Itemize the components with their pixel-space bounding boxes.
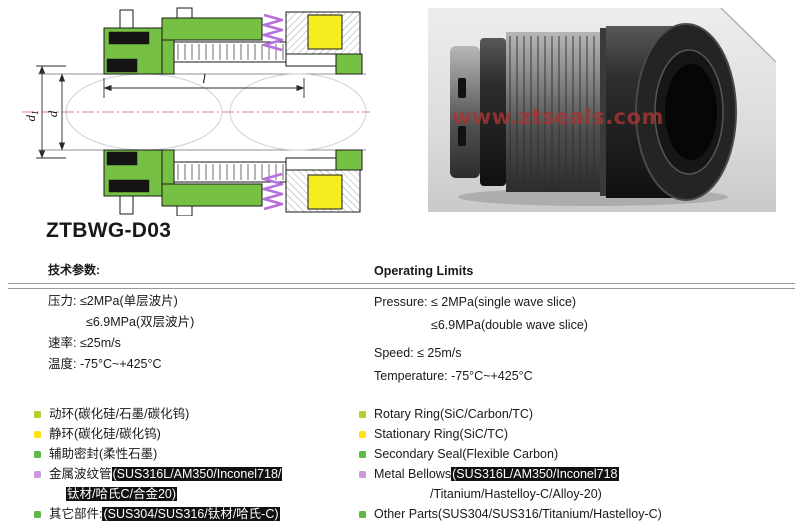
watermark-text: www.ztseals.com <box>452 105 664 129</box>
collar-ring <box>450 46 480 178</box>
housing-band <box>161 17 263 41</box>
spec-row-speed-en: Speed: ≤ 25m/s <box>374 346 462 360</box>
bellows-convolutions <box>177 44 284 60</box>
elastomer-ring-2 <box>106 58 138 73</box>
bullet-icon <box>359 431 366 438</box>
spring <box>262 13 284 52</box>
seal-bore-hole <box>665 64 717 160</box>
bullet-icon <box>34 511 41 518</box>
bellows-ridges <box>509 36 602 188</box>
materials-list-chinese: 动环(碳化硅/石墨/碳化钨) 静环(碳化硅/碳化钨) 辅助密封(柔性石墨) 金属… <box>34 404 354 524</box>
drive-ring <box>480 38 506 186</box>
product-photo-svg: www.ztseals.com <box>428 7 777 212</box>
material-text: /Titanium/Hastelloy-C/Alloy-20) <box>430 487 602 501</box>
bellows-body <box>506 32 606 192</box>
material-item-rotary-ring-en: Rotary Ring(SiC/Carbon/TC) <box>359 404 789 424</box>
material-item-secondary-seal-en: Secondary Seal(Flexible Carbon) <box>359 444 789 464</box>
seal-face <box>285 53 337 67</box>
housing-web <box>161 39 175 75</box>
dimension-d: d <box>45 73 66 151</box>
stationary-seat <box>307 14 343 50</box>
material-item-stationary-ring-en: Stationary Ring(SiC/TC) <box>359 424 789 444</box>
material-item-metal-bellows-cn: 金属波纹管(SUS316L/AM350/Inconel718/ 钛材/哈氏C/合… <box>34 464 354 504</box>
specs-cn-heading: 技术参数: <box>48 263 100 277</box>
specs-en-heading: Operating Limits <box>374 264 474 278</box>
bullet-icon <box>34 411 41 418</box>
material-text: 静环(碳化硅/碳化钨) <box>49 427 161 441</box>
specs-english: Pressure: ≤ 2MPa(single wave slice) ≤6.9… <box>374 291 588 388</box>
bullet-icon <box>34 471 41 478</box>
material-text-highlighted: (SUS316L/AM350/Inconel718/ <box>111 467 283 481</box>
collar-slot <box>458 126 466 146</box>
dim-label-d: d <box>45 110 60 117</box>
seal-assembly-mirror <box>102 148 364 218</box>
dimension-l: l <box>103 71 305 98</box>
spec-row-pressure2-cn: ≤6.9MPa(双层波片) <box>86 315 195 329</box>
mechanical-seal-product <box>450 23 737 201</box>
material-item-secondary-seal-cn: 辅助密封(柔性石墨) <box>34 444 354 464</box>
divider-line-top <box>8 283 795 284</box>
material-item-rotary-ring-cn: 动环(碳化硅/石墨/碳化钨) <box>34 404 354 424</box>
corner-fold <box>720 7 777 63</box>
bullet-icon <box>359 451 366 458</box>
material-text: Stationary Ring(SiC/TC) <box>374 427 509 441</box>
material-line: /Titanium/Hastelloy-C/Alloy-20) <box>374 484 619 504</box>
set-screw <box>119 9 134 31</box>
spec-row-speed-cn: 速率: ≤25m/s <box>48 336 121 350</box>
dim-label-d1: d1 <box>23 111 40 122</box>
spec-row-pressure2-en: ≤6.9MPa(double wave slice) <box>431 318 588 332</box>
material-text-highlighted: 钛材/哈氏C/合金20) <box>66 487 178 501</box>
seal-cross-section-drawing: l d1 d <box>8 4 372 218</box>
dim-label-l: l <box>202 71 206 86</box>
bullet-icon <box>34 431 41 438</box>
elastomer-ring-1 <box>108 31 150 45</box>
collar-slot <box>458 78 466 98</box>
dimension-d1: d1 <box>23 65 66 159</box>
end-ring <box>335 53 363 75</box>
material-line: 钛材/哈氏C/合金20) <box>49 484 282 504</box>
material-item-stationary-ring-cn: 静环(碳化硅/碳化钨) <box>34 424 354 444</box>
material-text-highlighted: (SUS316L/AM350/Inconel718 <box>451 467 619 481</box>
material-text: Secondary Seal(Flexible Carbon) <box>374 447 559 461</box>
material-item-other-parts-cn: 其它部件:(SUS304/SUS316/钛材/哈氏-C) <box>34 504 354 524</box>
spec-row-temperature-cn: 温度: -75°C~+425°C <box>48 357 162 371</box>
material-text: 动环(碳化硅/石墨/碳化钨) <box>49 407 190 421</box>
material-text: 其它部件: <box>49 507 103 521</box>
material-text-highlighted: (SUS304/SUS316/钛材/哈氏-C) <box>102 507 280 521</box>
material-item-other-parts-en: Other Parts(SUS304/SUS316/Titanium/Haste… <box>359 504 789 524</box>
spec-row-pressure-en: Pressure: ≤ 2MPa(single wave slice) <box>374 295 577 309</box>
material-text: 辅助密封(柔性石墨) <box>49 447 158 461</box>
specs-chinese: 压力: ≤2MPa(单层波片) ≤6.9MPa(双层波片) 速率: ≤25m/s… <box>48 291 194 375</box>
material-text: Rotary Ring(SiC/Carbon/TC) <box>374 407 534 421</box>
spec-row-temperature-en: Temperature: -75°C~+425°C <box>374 369 533 383</box>
material-line: 金属波纹管(SUS316L/AM350/Inconel718/ <box>49 464 283 484</box>
seal-assembly-half <box>103 7 363 75</box>
page-title: ZTBWG-D03 <box>46 219 172 242</box>
material-line: Metal Bellows(SUS316L/AM350/Inconel718 <box>374 464 619 484</box>
product-photo: www.ztseals.com <box>428 7 777 212</box>
material-text: Other Parts(SUS304/SUS316/Titanium/Haste… <box>374 507 662 521</box>
materials-list-english: Rotary Ring(SiC/Carbon/TC) Stationary Ri… <box>359 404 789 524</box>
material-text: 金属波纹管 <box>49 467 112 481</box>
bullet-icon <box>359 471 366 478</box>
seal-drawing-svg: l d1 d <box>22 7 370 218</box>
bullet-icon <box>34 451 41 458</box>
spec-row-pressure-cn: 压力: ≤2MPa(单层波片) <box>48 294 178 308</box>
divider-line-bottom <box>8 288 795 289</box>
material-item-metal-bellows-en: Metal Bellows(SUS316L/AM350/Inconel718 /… <box>359 464 789 504</box>
material-text: Metal Bellows <box>374 467 452 481</box>
bullet-icon <box>359 411 366 418</box>
bullet-icon <box>359 511 366 518</box>
